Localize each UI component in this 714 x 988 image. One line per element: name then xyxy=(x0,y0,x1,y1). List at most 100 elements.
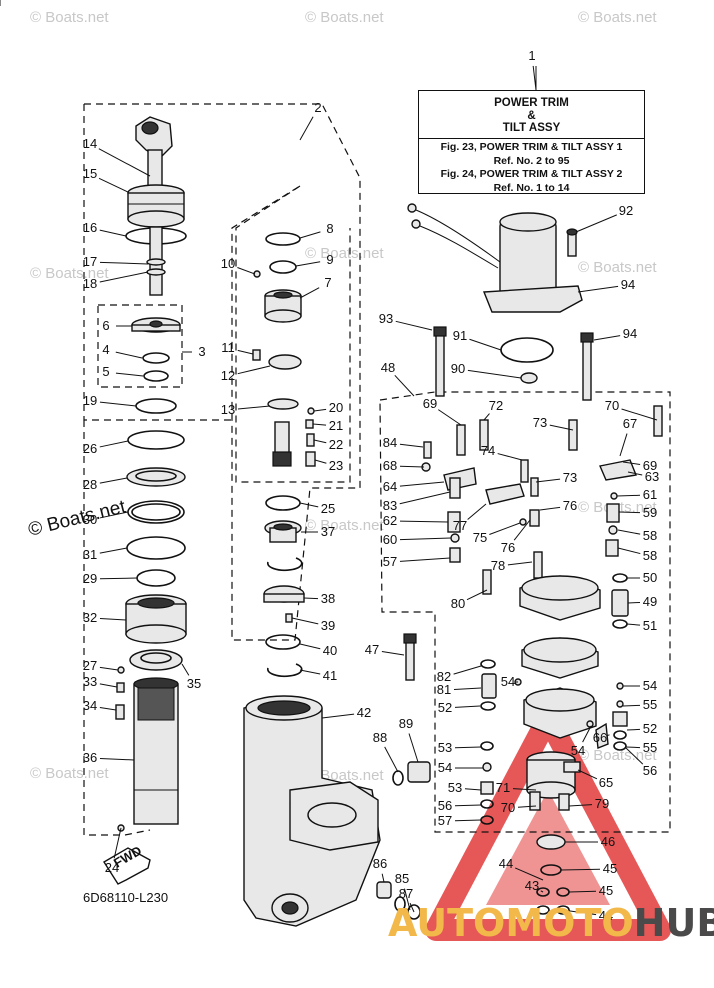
callout-number: 46 xyxy=(601,834,615,849)
title-line-1: POWER TRIM xyxy=(494,97,569,109)
callout-number: 45 xyxy=(603,861,617,876)
callout-number: 6 xyxy=(102,318,109,333)
leader-line xyxy=(483,413,490,421)
callout-number: 54 xyxy=(438,760,452,775)
leader-line xyxy=(98,148,151,177)
leader-line xyxy=(616,494,641,497)
callout-number: 62 xyxy=(383,513,397,528)
callout-number: 25 xyxy=(321,501,335,516)
leader-line xyxy=(237,405,271,410)
leader-line xyxy=(489,522,521,535)
leader-line xyxy=(99,401,137,407)
leader-line xyxy=(381,873,385,883)
automotohub-logo: AUTOMOTOHUB xyxy=(388,903,714,943)
leader-line xyxy=(626,728,641,731)
callout-number: 3 xyxy=(198,344,205,359)
callout-number: 54 xyxy=(571,743,585,758)
callout-number: 77 xyxy=(453,518,467,533)
leader-line xyxy=(99,618,127,621)
leader-line xyxy=(399,491,451,505)
callout-number: 58 xyxy=(643,528,657,543)
leader-line xyxy=(562,909,597,916)
leader-line xyxy=(99,683,118,688)
callout-number: 44 xyxy=(599,908,613,923)
leader-line xyxy=(497,453,523,461)
leader-line xyxy=(575,214,617,233)
leader-line xyxy=(464,788,482,791)
callout-number: 35 xyxy=(187,676,201,691)
callout-number: 12 xyxy=(221,368,235,383)
callout-number: 75 xyxy=(473,530,487,545)
leader-line xyxy=(237,267,256,275)
callout-number: 76 xyxy=(501,540,515,555)
leader-line xyxy=(560,868,601,871)
callout-number: 4 xyxy=(102,342,109,357)
watermark: © Boats.net xyxy=(30,265,109,282)
leader-line xyxy=(99,577,138,580)
dashed-assembly-outlines xyxy=(83,103,671,836)
leader-line xyxy=(512,788,537,791)
callout-number: 54 xyxy=(501,674,515,689)
callout-number: 36 xyxy=(83,750,97,765)
leader-line xyxy=(453,687,482,690)
leader-line xyxy=(237,365,271,375)
leader-line xyxy=(540,890,544,893)
leader-line xyxy=(98,177,129,193)
callout-number: 88 xyxy=(373,730,387,745)
callout-number: 7 xyxy=(324,275,331,290)
leader-line xyxy=(99,666,119,671)
callout-number: 55 xyxy=(643,697,657,712)
callout-number: 56 xyxy=(438,798,452,813)
leader-line xyxy=(312,423,327,426)
leader-line xyxy=(299,669,321,675)
leader-line xyxy=(99,271,149,283)
callout-number: 5 xyxy=(102,364,109,379)
callout-number: 69 xyxy=(423,396,437,411)
callout-number: 16 xyxy=(83,220,97,235)
callout-number: 84 xyxy=(383,435,397,450)
valve-and-piston-parts xyxy=(243,232,431,927)
callout-number: 70 xyxy=(501,800,515,815)
leader-line xyxy=(399,465,425,468)
callout-number: 87 xyxy=(399,886,413,901)
callout-number: 79 xyxy=(595,796,609,811)
leader-line xyxy=(437,409,462,426)
leader-line xyxy=(593,335,621,341)
callout-number: 93 xyxy=(379,311,393,326)
callout-number: 31 xyxy=(83,547,97,562)
callout-number: 53 xyxy=(438,740,452,755)
leader-line xyxy=(99,440,129,448)
callout-number: 22 xyxy=(329,437,343,452)
leader-line xyxy=(625,746,641,749)
leader-line xyxy=(513,519,531,541)
leader-line xyxy=(399,537,452,541)
callout-number: 55 xyxy=(643,740,657,755)
callout-number: 50 xyxy=(643,570,657,585)
leader-line xyxy=(582,725,592,743)
callout-number: 33 xyxy=(83,674,97,689)
leader-line xyxy=(313,439,327,444)
leader-line xyxy=(467,369,522,379)
watermark: © Boats.net xyxy=(305,9,384,26)
leader-line xyxy=(467,503,487,520)
leader-line xyxy=(568,804,593,807)
callout-number: 19 xyxy=(83,393,97,408)
callout-number: 11 xyxy=(221,340,235,355)
watermark: © Boats.net xyxy=(578,9,657,26)
callout-number: 8 xyxy=(326,221,333,236)
leader-line xyxy=(99,511,129,519)
title-line-2: & xyxy=(527,110,536,122)
callout-number: 82 xyxy=(437,669,451,684)
callout-number: 78 xyxy=(491,558,505,573)
callout-number: 70 xyxy=(605,398,619,413)
leader-line xyxy=(577,285,619,293)
callout-number: 38 xyxy=(321,591,335,606)
callout-number: 59 xyxy=(643,505,657,520)
leader-line xyxy=(399,557,451,562)
leader-line xyxy=(622,704,641,707)
motor-and-pump-parts xyxy=(403,203,663,915)
leader-line xyxy=(399,443,424,448)
leader-line xyxy=(99,707,117,711)
